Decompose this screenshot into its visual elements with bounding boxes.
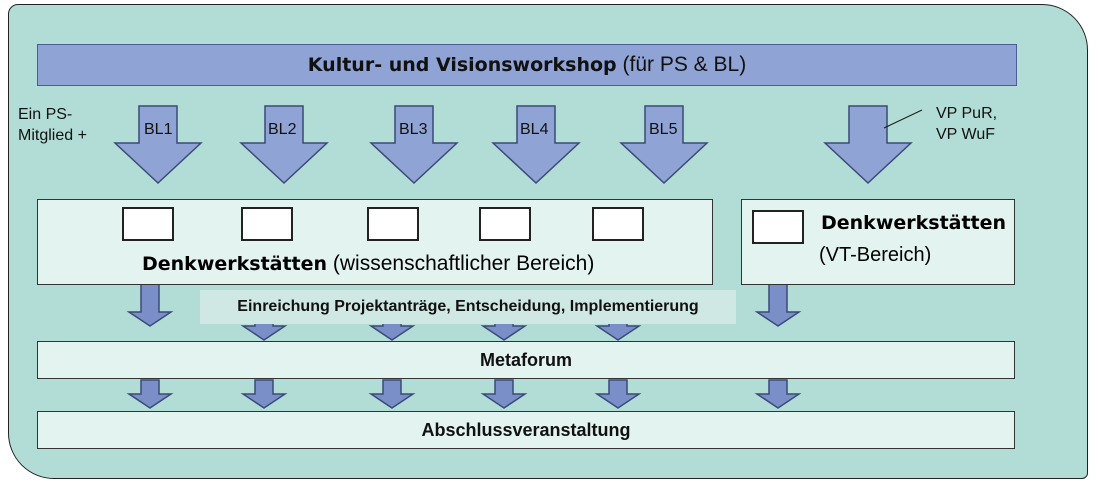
workshop-slot-1 — [122, 207, 174, 241]
vt-workshops-title: Denkwerkstätten — [821, 212, 1007, 234]
workshop-slot-4 — [479, 207, 531, 241]
vt-slot — [752, 210, 804, 244]
science-workshops-title-rest: (wissenschaftlicher Bereich) — [327, 252, 595, 275]
ps-member-label: Ein PS- Mitglied + — [18, 104, 87, 146]
bl1-label: BL1 — [144, 121, 173, 138]
vp-label-line1: VP PuR, — [936, 105, 998, 122]
science-workshops-title-bold: Denkwerkstätten — [142, 253, 328, 275]
workshop-subtitle: (für PS & BL) — [616, 53, 747, 76]
metaforum-box: Metaforum — [37, 341, 1015, 379]
workshop-title: Kultur- und Visionsworkshop — [307, 54, 617, 76]
bl5-label: BL5 — [649, 121, 678, 138]
final-event-box: Abschlussveranstaltung — [37, 411, 1015, 449]
vt-workshops-subtitle: (VT-Bereich) — [819, 244, 932, 266]
bl3-label: BL3 — [399, 121, 428, 138]
bl2-label: BL2 — [268, 121, 297, 138]
workshop-slot-2 — [241, 207, 293, 241]
process-band: Einreichung Projektanträge, Entscheidung… — [200, 290, 736, 324]
workshop-slot-3 — [367, 207, 419, 241]
ps-member-label-line1: Ein PS- — [18, 106, 73, 123]
vp-label-line2: VP WuF — [936, 126, 995, 143]
workshop-slot-5 — [592, 207, 644, 241]
ps-member-label-line2: Mitglied + — [18, 127, 87, 144]
workshop-header: Kultur- und Visionsworkshop (für PS & BL… — [37, 44, 1017, 86]
vp-label: VP PuR, VP WuF — [936, 103, 997, 145]
science-workshops-title: Denkwerkstätten (wissenschaftlicher Bere… — [142, 252, 594, 276]
bl4-label: BL4 — [520, 121, 549, 138]
